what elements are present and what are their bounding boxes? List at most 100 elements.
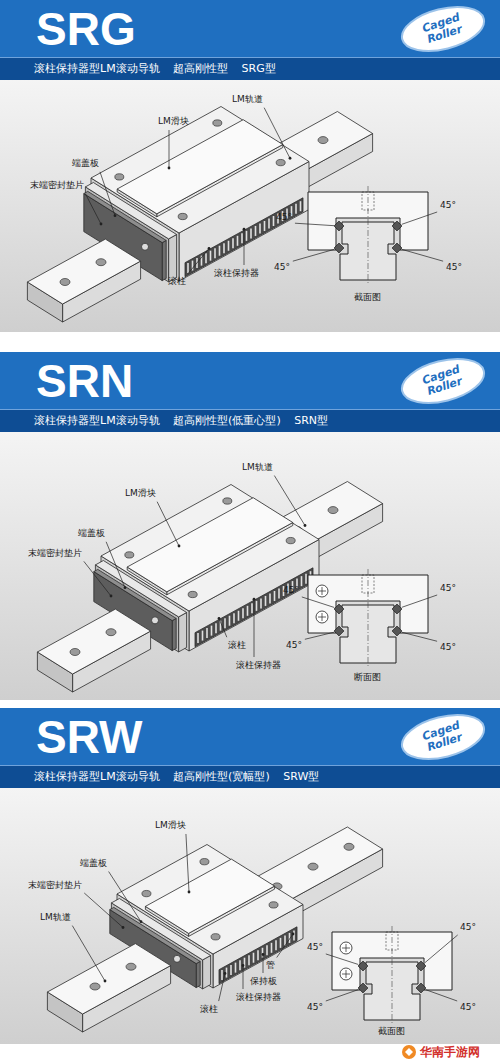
roller xyxy=(228,241,230,251)
panel-art xyxy=(0,788,500,1044)
end-plate xyxy=(169,235,177,282)
mount-hole xyxy=(126,963,136,970)
leader-line xyxy=(305,632,334,639)
leader-line xyxy=(402,212,437,224)
roller-cage xyxy=(185,198,303,277)
roller xyxy=(232,238,234,248)
panel-ground xyxy=(0,432,500,700)
view-caption: 截面图 xyxy=(378,1026,405,1037)
leader-dot xyxy=(178,545,181,548)
watermark-icon xyxy=(402,1045,416,1059)
grease-nipple xyxy=(152,617,159,624)
header-band: SRW滚柱保持器型LM滚动导轨 超高刚性型(宽幅型) SRW型Caged Rol… xyxy=(0,708,500,788)
part-label: 滚柱保持器 xyxy=(236,660,281,671)
roller xyxy=(269,593,271,603)
angle-label: 45° xyxy=(307,1002,323,1013)
section-roller xyxy=(416,961,426,971)
grease-nipple xyxy=(142,243,149,250)
leader-dot xyxy=(218,617,221,620)
leader-line xyxy=(84,893,123,928)
leader-line xyxy=(188,249,209,274)
roller xyxy=(229,616,231,626)
section-roller xyxy=(334,243,344,253)
part-label: LM轨道 xyxy=(40,912,71,923)
leader-line xyxy=(274,476,305,526)
mount-hole xyxy=(328,507,338,514)
bolt-head xyxy=(340,968,352,980)
section-roller xyxy=(334,604,344,614)
roller xyxy=(235,963,237,973)
roller xyxy=(268,219,270,229)
mount-hole xyxy=(70,649,80,656)
leader-line xyxy=(277,934,293,958)
leader-dot xyxy=(100,223,103,226)
mount-hole xyxy=(178,213,187,219)
section-roller xyxy=(358,961,368,971)
cross-section xyxy=(308,569,428,667)
leader-dot xyxy=(140,920,143,923)
roller xyxy=(295,204,297,214)
series-title: SRN xyxy=(36,355,133,407)
leader-line xyxy=(426,990,457,1001)
leader-line xyxy=(402,595,437,607)
mount-hole xyxy=(308,863,318,870)
leader-dot xyxy=(110,595,113,598)
roller xyxy=(223,243,225,253)
series-subtitle: 滚柱保持器型LM滚动导轨 超高刚性型 SRG型 xyxy=(0,57,500,80)
roller xyxy=(219,246,221,256)
grease-nipple xyxy=(174,955,181,962)
view-caption: 截面图 xyxy=(354,292,381,303)
leader-dot xyxy=(224,972,227,975)
leader-line xyxy=(402,632,437,641)
section-roller xyxy=(416,983,426,993)
leader-dot xyxy=(262,953,265,956)
tapped-hole xyxy=(386,932,398,950)
mount-hole xyxy=(318,137,328,144)
leader-dot xyxy=(124,586,127,589)
lm-block xyxy=(117,120,283,214)
lm-rail xyxy=(47,944,170,1014)
bolt-head xyxy=(318,613,326,621)
mount-hole xyxy=(106,629,116,636)
roller xyxy=(253,953,255,963)
mount-hole xyxy=(96,259,106,266)
mount-hole xyxy=(269,902,278,908)
angle-label: 45° xyxy=(460,922,476,933)
roller xyxy=(197,633,199,643)
roller xyxy=(284,935,286,945)
roller xyxy=(215,623,217,633)
part-label: 滚柱 xyxy=(168,276,186,287)
bolt-head xyxy=(340,942,352,954)
roller xyxy=(239,960,241,970)
watermark: 华南手游网 xyxy=(420,1045,480,1059)
leader-line xyxy=(109,872,141,922)
roller xyxy=(305,574,307,584)
mount-hole xyxy=(188,591,197,597)
leader-dot xyxy=(104,980,107,983)
angle-label: 45° xyxy=(440,200,456,211)
roller xyxy=(250,228,252,238)
brand-logo: Caged Roller xyxy=(398,5,488,53)
leader-line xyxy=(263,955,264,974)
roller-cage xyxy=(219,927,297,984)
leader-line xyxy=(219,973,225,1001)
series-subtitle: 滚柱保持器型LM滚动导轨 超高刚性型(低重心型) SRN型 xyxy=(0,409,500,432)
part-label: LM轨道 xyxy=(232,94,263,105)
leader-line xyxy=(326,990,358,1001)
roller xyxy=(238,611,240,621)
leader-dot xyxy=(114,214,117,217)
roller xyxy=(255,226,257,236)
roller xyxy=(242,608,244,618)
part-label: 末端密封垫片 xyxy=(28,880,82,891)
leader-line xyxy=(326,954,358,965)
watermark-icon xyxy=(405,1048,413,1056)
part-label: 管 xyxy=(266,960,275,971)
section-roller xyxy=(334,626,344,636)
mount-hole xyxy=(142,890,151,896)
tapped-hole xyxy=(362,575,374,593)
roller xyxy=(274,591,276,601)
roller xyxy=(202,631,204,641)
roller xyxy=(230,965,232,975)
leader-dot xyxy=(292,933,295,936)
header-band: SRN滚柱保持器型LM滚动导轨 超高刚性型(低重心型) SRN型Caged Ro… xyxy=(0,352,500,432)
